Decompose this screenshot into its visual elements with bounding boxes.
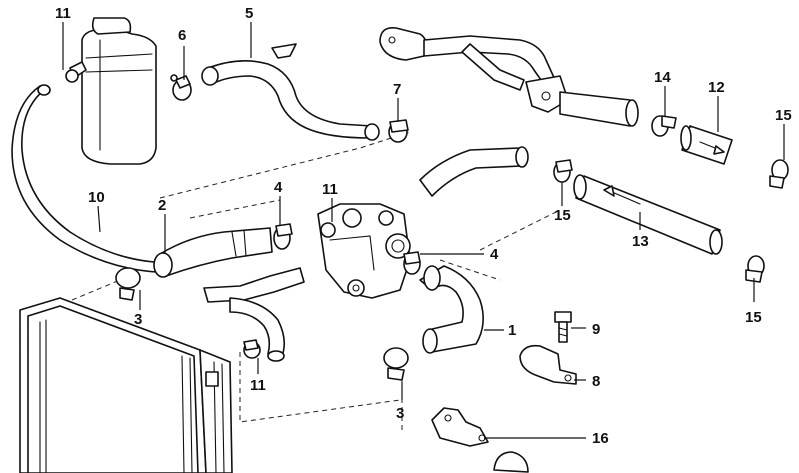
clamp-14 (651, 115, 677, 137)
callout-2: 2 (158, 197, 166, 214)
clamp-11-lower (243, 339, 261, 359)
hose-12 (680, 125, 733, 165)
callout-14: 14 (654, 69, 671, 86)
clamp-3-right (383, 347, 409, 381)
hose-13 (573, 174, 723, 255)
callout-11-top: 11 (55, 5, 71, 22)
callout-labels: 11 6 5 7 14 12 15 4 11 10 2 15 13 4 15 3… (55, 5, 792, 447)
bracket-8 (519, 344, 577, 385)
clamp-15-middle (553, 159, 573, 183)
leader-lines (62, 22, 785, 439)
callout-11-lower: 11 (250, 377, 266, 394)
thermostat-housing (317, 146, 529, 299)
clamp-15-lower (745, 255, 765, 283)
bracket-16 (431, 407, 529, 473)
callout-15-middle: 15 (554, 207, 571, 224)
hose-5 (201, 43, 380, 141)
clamp-15-top-right (769, 159, 789, 189)
callout-4-right: 4 (490, 246, 499, 263)
clamp-6 (170, 74, 192, 101)
clamp-4-right (403, 251, 421, 275)
callout-9: 9 (592, 321, 600, 338)
callout-15-top: 15 (775, 107, 792, 124)
callout-3-right: 3 (396, 405, 404, 422)
callout-13: 13 (632, 233, 649, 250)
clamp-4-left (273, 223, 293, 250)
callout-6: 6 (178, 27, 186, 44)
callout-15-lower: 15 (745, 309, 762, 326)
hose-1 (419, 265, 484, 354)
callout-11-middle: 11 (322, 181, 338, 198)
bypass-hose (203, 267, 305, 362)
callout-7: 7 (393, 81, 401, 98)
clamp-7 (388, 119, 409, 143)
radiator (19, 297, 233, 473)
callout-12: 12 (708, 79, 725, 96)
callout-3-left: 3 (134, 311, 142, 328)
callout-8: 8 (592, 373, 600, 390)
callout-16: 16 (592, 430, 609, 447)
callout-5: 5 (245, 5, 253, 22)
clamp-3-left (115, 267, 141, 301)
callout-10: 10 (88, 189, 105, 206)
coolant-pipe-assembly (379, 26, 639, 127)
callout-1: 1 (508, 322, 516, 339)
bolt-9 (554, 311, 572, 343)
expansion-tank (65, 17, 157, 165)
callout-4-left: 4 (274, 179, 283, 196)
hose-2 (153, 227, 273, 278)
